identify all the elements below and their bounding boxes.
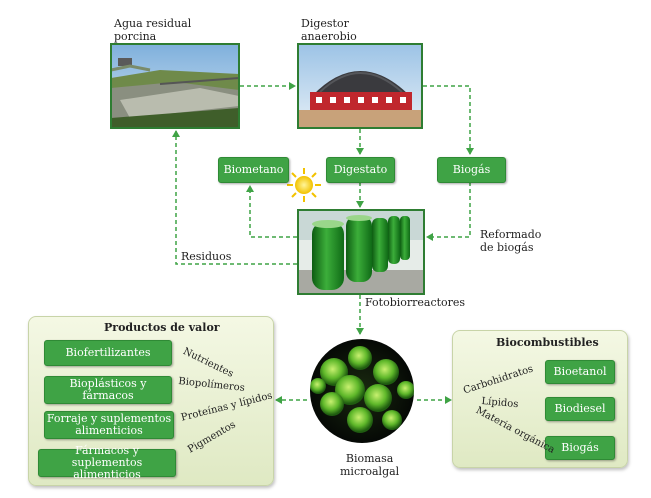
product-label-line2: alimenticios (73, 468, 141, 481)
product-label-line2: fármacos (82, 389, 134, 402)
photobioreactors-photo-frame (297, 209, 425, 295)
biofuel-label: Biodiesel (554, 402, 606, 415)
product-label-line1: Bioplásticos y (69, 377, 147, 390)
biomass-caption-line1: Biomasa (345, 452, 394, 465)
photobioreactors-photo (298, 210, 424, 294)
digester-caption-line1: Digestor (301, 17, 349, 30)
digester-caption-line2: anaerobio (301, 30, 357, 43)
biomass-caption: Biomasa microalgal (340, 452, 399, 478)
digester-caption: Digestor anaerobio (301, 17, 357, 43)
product-box-pharma: Fármacos y suplementos alimenticios (38, 445, 176, 481)
arrow-pbr-to-wastewater (172, 130, 297, 265)
arrow-digester-to-biogas (423, 85, 474, 155)
biofuel-box-biogas: Biogás (545, 436, 615, 460)
microalgae-image-frame (308, 337, 416, 445)
biofuel-box-biodiesel: Biodiesel (545, 397, 615, 421)
biomass-caption-line2: microalgal (340, 465, 400, 478)
reforming-label-line2: de biogás (480, 241, 534, 254)
product-box-bioplastics: Bioplásticos y fármacos (44, 376, 172, 404)
value-products-title: Productos de valor (104, 321, 220, 334)
biofuel-label: Bioetanol (553, 365, 607, 378)
wastewater-caption-line1: Agua residual (114, 17, 192, 30)
digester-photo-frame (297, 43, 423, 129)
biomethane-label: Biometano (223, 163, 284, 176)
biofuels-title: Biocombustibles (496, 336, 599, 349)
wastewater-caption-line2: porcina (114, 30, 157, 43)
product-label-line1: Fármacos y suplementos (71, 444, 143, 469)
biofuel-box-bioethanol: Bioetanol (545, 360, 615, 384)
biogas-box-top: Biogás (437, 157, 506, 183)
biomethane-box: Biometano (218, 157, 289, 183)
wastewater-photo (110, 44, 240, 128)
biofuel-label: Biogás (561, 441, 599, 454)
residues-label: Residuos (181, 250, 232, 263)
product-label-line1: Forraje y suplementos (46, 412, 172, 425)
product-label: Biofertilizantes (65, 346, 151, 359)
microalgae-image (309, 338, 415, 444)
digester-photo (298, 44, 422, 128)
reforming-label-line1: Reformado (480, 228, 542, 241)
photobioreactors-caption: Fotobiorreactores (365, 296, 466, 309)
biogas-top-label: Biogás (452, 163, 491, 176)
product-label-line2: alimenticios (75, 424, 143, 437)
digestate-box: Digestato (326, 157, 395, 183)
product-box-biofertilizers: Biofertilizantes (44, 340, 172, 366)
arrow-pbr-to-biomethane (246, 185, 297, 238)
wastewater-caption: Agua residual porcina (114, 17, 191, 43)
sun-icon (287, 168, 321, 202)
product-box-forage: Forraje y suplementos alimenticios (44, 411, 174, 439)
arrow-biogas-to-pbr (426, 182, 471, 241)
wastewater-photo-frame (110, 43, 240, 129)
digestate-label: Digestato (333, 163, 388, 176)
reforming-label: Reformado de biogás (480, 228, 541, 254)
